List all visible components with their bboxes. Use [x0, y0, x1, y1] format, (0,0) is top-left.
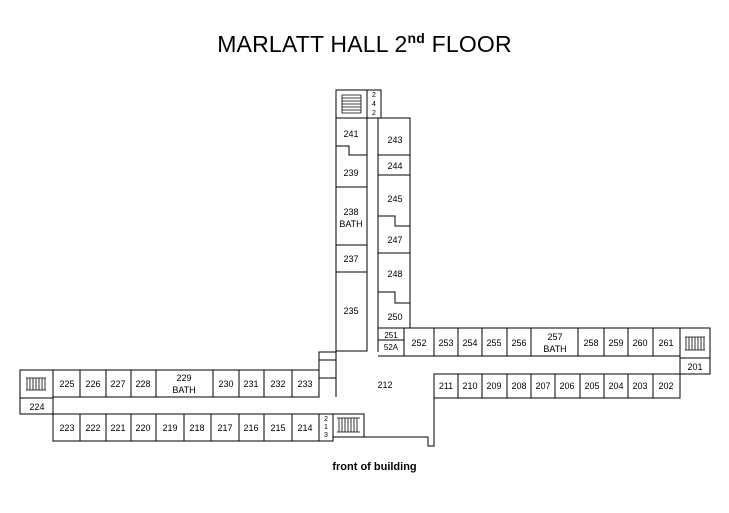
room-237: 237: [343, 254, 358, 264]
stair-label: 2: [324, 416, 328, 423]
room-220: 220: [135, 423, 150, 433]
corridor-212: 212: [377, 380, 392, 390]
room-257: 257: [547, 332, 562, 342]
room-225: 225: [59, 379, 74, 389]
room-248: 248: [387, 269, 402, 279]
title-main: MARLATT HALL 2: [217, 31, 408, 57]
west-wing-north: [19, 369, 320, 415]
room-201-outline: [679, 357, 711, 375]
north-stairwell: [335, 89, 382, 119]
room-205: 205: [584, 381, 599, 391]
room-257-bath: BATH: [543, 344, 566, 354]
room-260: 260: [632, 338, 647, 348]
stair-label: 2: [372, 110, 376, 117]
room-218: 218: [189, 423, 204, 433]
room-253: 253: [438, 338, 453, 348]
room-206: 206: [559, 381, 574, 391]
room-252: 252: [411, 338, 426, 348]
south-stairwell: [318, 413, 365, 442]
east-stairwell: [679, 327, 711, 359]
room-217: 217: [217, 423, 232, 433]
room-208: 208: [511, 381, 526, 391]
room-255: 255: [486, 338, 501, 348]
room-210: 210: [462, 381, 477, 391]
room-232: 232: [270, 379, 285, 389]
room-226: 226: [85, 379, 100, 389]
stair-label: 1: [324, 424, 328, 431]
room-238-bath: BATH: [339, 219, 362, 229]
central-corridor: [318, 351, 435, 447]
room-224: 224: [29, 402, 44, 412]
room-241: 241: [343, 129, 358, 139]
front-of-building-caption: front of building: [332, 461, 417, 473]
title-rest: FLOOR: [424, 31, 512, 57]
room-230: 230: [218, 379, 233, 389]
right-tower: [377, 117, 411, 328]
room-227: 227: [110, 379, 125, 389]
room-259: 259: [608, 338, 623, 348]
room-247: 247: [387, 235, 402, 245]
room-235: 235: [343, 306, 358, 316]
room-52a: 52A: [384, 343, 399, 352]
stair-label: 2: [372, 92, 376, 99]
room-204: 204: [608, 381, 623, 391]
room-243: 243: [387, 135, 402, 145]
room-254: 254: [462, 338, 477, 348]
room-214: 214: [297, 423, 312, 433]
room-201: 201: [687, 362, 702, 372]
room-221: 221: [110, 423, 125, 433]
room-245: 245: [387, 194, 402, 204]
room-250: 250: [387, 312, 402, 322]
room-251: 251: [384, 331, 398, 340]
room-233: 233: [297, 379, 312, 389]
room-211: 211: [439, 381, 453, 391]
room-207: 207: [535, 381, 550, 391]
room-223: 223: [59, 423, 74, 433]
east-wing-south: [433, 373, 681, 399]
room-261: 261: [658, 338, 673, 348]
room-256: 256: [511, 338, 526, 348]
room-222: 222: [85, 423, 100, 433]
stair-label: 4: [372, 101, 376, 108]
room-244: 244: [387, 161, 402, 171]
room-215: 215: [270, 423, 285, 433]
room-209: 209: [486, 381, 501, 391]
room-231: 231: [243, 379, 258, 389]
left-tower: [335, 117, 368, 352]
room-202: 202: [658, 381, 673, 391]
room-239: 239: [343, 168, 358, 178]
title-superscript: nd: [407, 30, 425, 46]
stair-label: 3: [324, 432, 328, 439]
room-203: 203: [632, 381, 647, 391]
page-title: MARLATT HALL 2nd FLOOR: [0, 30, 729, 58]
room-238: 238: [343, 207, 358, 217]
room-219: 219: [162, 423, 177, 433]
room-229: 229: [176, 373, 191, 383]
room-258: 258: [583, 338, 598, 348]
room-216: 216: [243, 423, 258, 433]
room-228: 228: [135, 379, 150, 389]
room-229-bath: BATH: [172, 385, 195, 395]
